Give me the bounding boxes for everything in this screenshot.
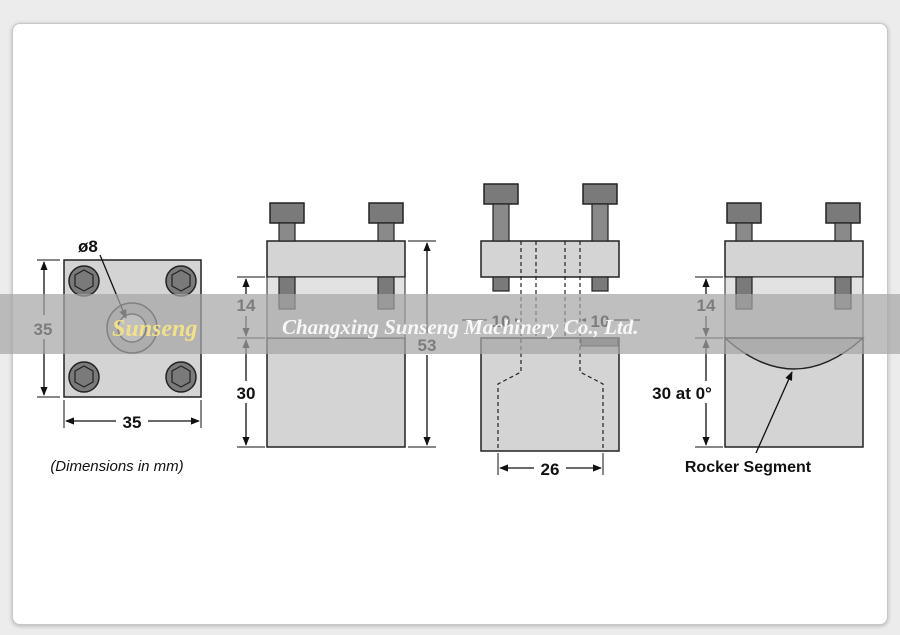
front-view: 14 30 53 [232,202,442,448]
top-view: ø8 35 35 (Dimensions in mm) [28,237,202,475]
bore-diameter-label: ø8 [78,237,98,256]
bolt-icon [825,202,861,310]
top-width-label: 35 [123,413,142,432]
watermark: Sunseng Changxing Sunseng Machinery Co.,… [0,294,900,354]
bolt-head-icon [165,361,197,393]
dimensions-caption: (Dimensions in mm) [50,458,183,475]
bolt-head-icon [165,265,197,297]
right-lower-label: 30 at 0° [652,384,712,403]
watermark-band [0,294,900,354]
rocker-segment-label: Rocker Segment [685,459,812,476]
lower-height-label: 30 [237,384,256,403]
base-width-label: 26 [541,460,560,479]
bolt-icon [483,183,519,292]
bolt-icon [582,183,618,292]
watermark-text: Changxing Sunseng Machinery Co., Ltd. [282,315,639,339]
side-view: 14 30 at 0° Rocker Segment [641,202,865,476]
bolt-head-icon [68,361,100,393]
watermark-logo: Sunseng [112,316,197,342]
bolt-head-icon [68,265,100,297]
